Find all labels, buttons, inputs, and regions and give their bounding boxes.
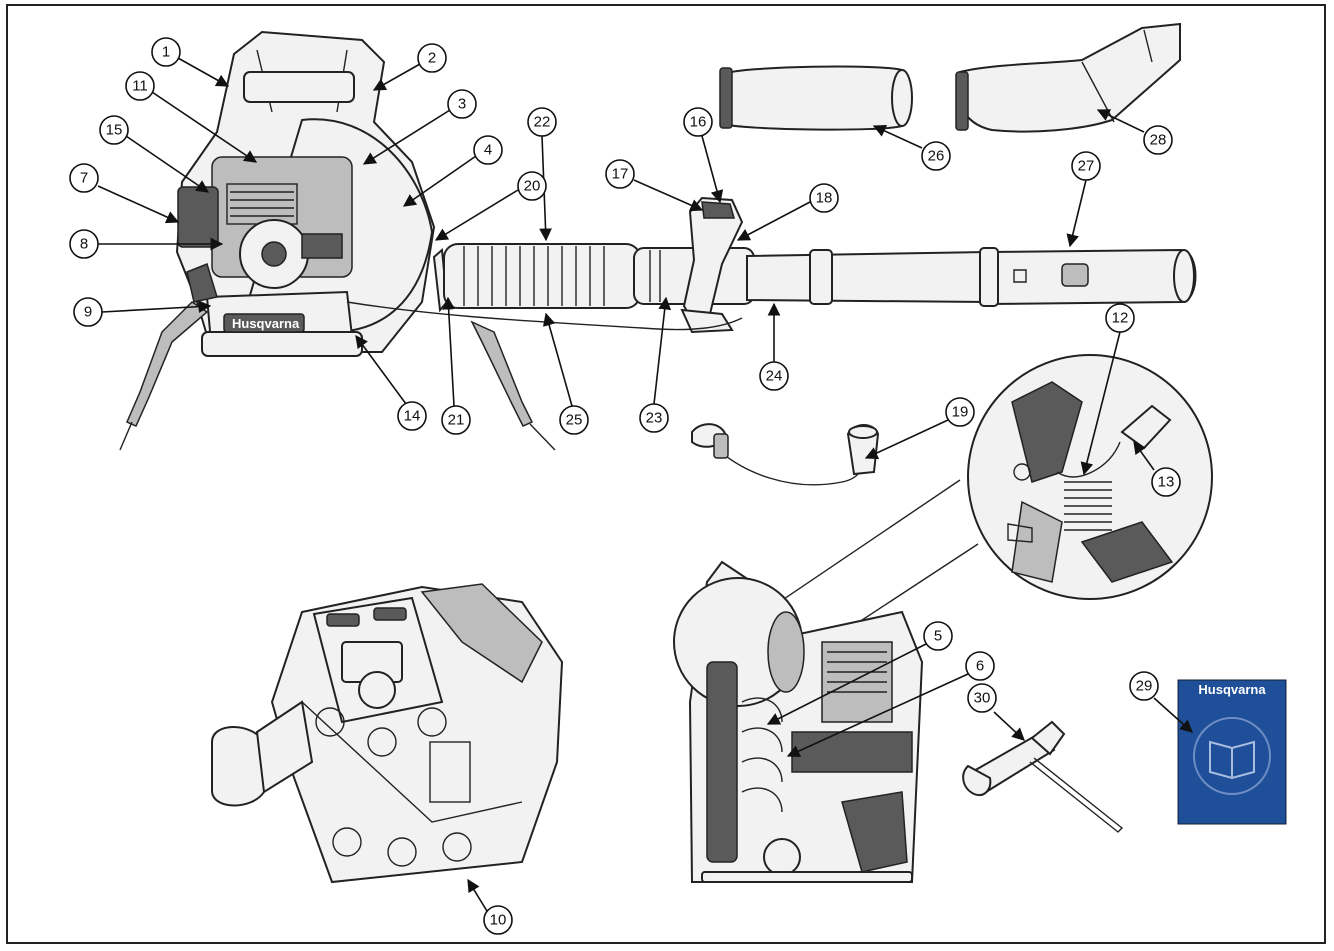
- svg-text:21: 21: [448, 412, 465, 429]
- callout-20: 20: [517, 171, 547, 201]
- callout-26: 26: [921, 141, 951, 171]
- callout-2: 2: [417, 43, 447, 73]
- svg-text:18: 18: [816, 190, 833, 207]
- callout-5: 5: [923, 621, 953, 651]
- callout-14: 14: [397, 401, 427, 431]
- svg-text:2: 2: [428, 50, 436, 67]
- svg-text:30: 30: [974, 690, 991, 707]
- combination-tool: [962, 720, 1124, 833]
- shoulder-straps: [119, 301, 556, 451]
- svg-text:1: 1: [162, 44, 170, 61]
- svg-text:12: 12: [1112, 310, 1129, 327]
- svg-text:24: 24: [766, 368, 783, 385]
- callout-23: 23: [639, 403, 669, 433]
- svg-text:16: 16: [690, 114, 707, 131]
- callout-4: 4: [473, 135, 503, 165]
- blower-tube-assembly: [346, 196, 1197, 334]
- callout-18: 18: [809, 183, 839, 213]
- svg-text:8: 8: [80, 236, 88, 253]
- callout-6: 6: [965, 651, 995, 681]
- callout-19: 19: [945, 397, 975, 427]
- leader-lines: [97, 57, 1193, 917]
- svg-text:7: 7: [80, 170, 88, 187]
- svg-text:15: 15: [106, 122, 123, 139]
- svg-text:25: 25: [566, 412, 583, 429]
- svg-text:19: 19: [952, 404, 969, 421]
- svg-text:20: 20: [524, 178, 541, 195]
- flat-nozzle: [955, 22, 1181, 133]
- svg-text:6: 6: [976, 658, 984, 675]
- callout-30: 30: [967, 683, 997, 713]
- svg-text:22: 22: [534, 114, 551, 131]
- backplate-view: [211, 583, 564, 884]
- throttle-cable-part: [691, 423, 880, 486]
- svg-text:26: 26: [928, 148, 945, 165]
- callout-21: 21: [441, 405, 471, 435]
- svg-text:17: 17: [612, 166, 629, 183]
- callout-9: 9: [73, 297, 103, 327]
- svg-text:29: 29: [1136, 678, 1153, 695]
- callout-24: 24: [759, 361, 789, 391]
- callout-28: 28: [1143, 125, 1173, 155]
- cutaway-side-view: [673, 560, 924, 883]
- callout-7: 7: [69, 163, 99, 193]
- callout-13: 13: [1151, 467, 1181, 497]
- svg-text:10: 10: [490, 912, 507, 929]
- figure-frame: Husqvarna: [6, 4, 1326, 944]
- callout-12: 12: [1105, 303, 1135, 333]
- svg-text:13: 13: [1158, 474, 1175, 491]
- detail-magnifier: [967, 354, 1213, 600]
- manual-brand: Husqvarna: [1198, 682, 1266, 697]
- callout-1: 1: [151, 37, 181, 67]
- callout-25: 25: [559, 405, 589, 435]
- svg-text:11: 11: [132, 78, 148, 95]
- callout-8: 8: [69, 229, 99, 259]
- callout-29: 29: [1129, 671, 1159, 701]
- svg-text:4: 4: [484, 142, 492, 159]
- operator-manual: Husqvarna: [1177, 679, 1287, 825]
- svg-text:27: 27: [1078, 158, 1095, 175]
- parts-diagram: Husqvarna: [69, 22, 1287, 935]
- svg-text:5: 5: [934, 628, 942, 645]
- svg-text:14: 14: [404, 408, 421, 425]
- callout-3: 3: [447, 89, 477, 119]
- callout-27: 27: [1071, 151, 1101, 181]
- svg-text:9: 9: [84, 304, 92, 321]
- svg-text:28: 28: [1150, 132, 1167, 149]
- callout-15: 15: [99, 115, 129, 145]
- extension-tube: [719, 65, 913, 131]
- brand-label: Husqvarna: [232, 316, 300, 331]
- callout-11: 11: [125, 71, 155, 101]
- svg-text:3: 3: [458, 96, 466, 113]
- blower-unit: Husqvarna: [175, 30, 436, 357]
- callout-22: 22: [527, 107, 557, 137]
- callout-10: 10: [483, 905, 513, 935]
- callout-16: 16: [683, 107, 713, 137]
- svg-text:23: 23: [646, 410, 663, 427]
- callout-17: 17: [605, 159, 635, 189]
